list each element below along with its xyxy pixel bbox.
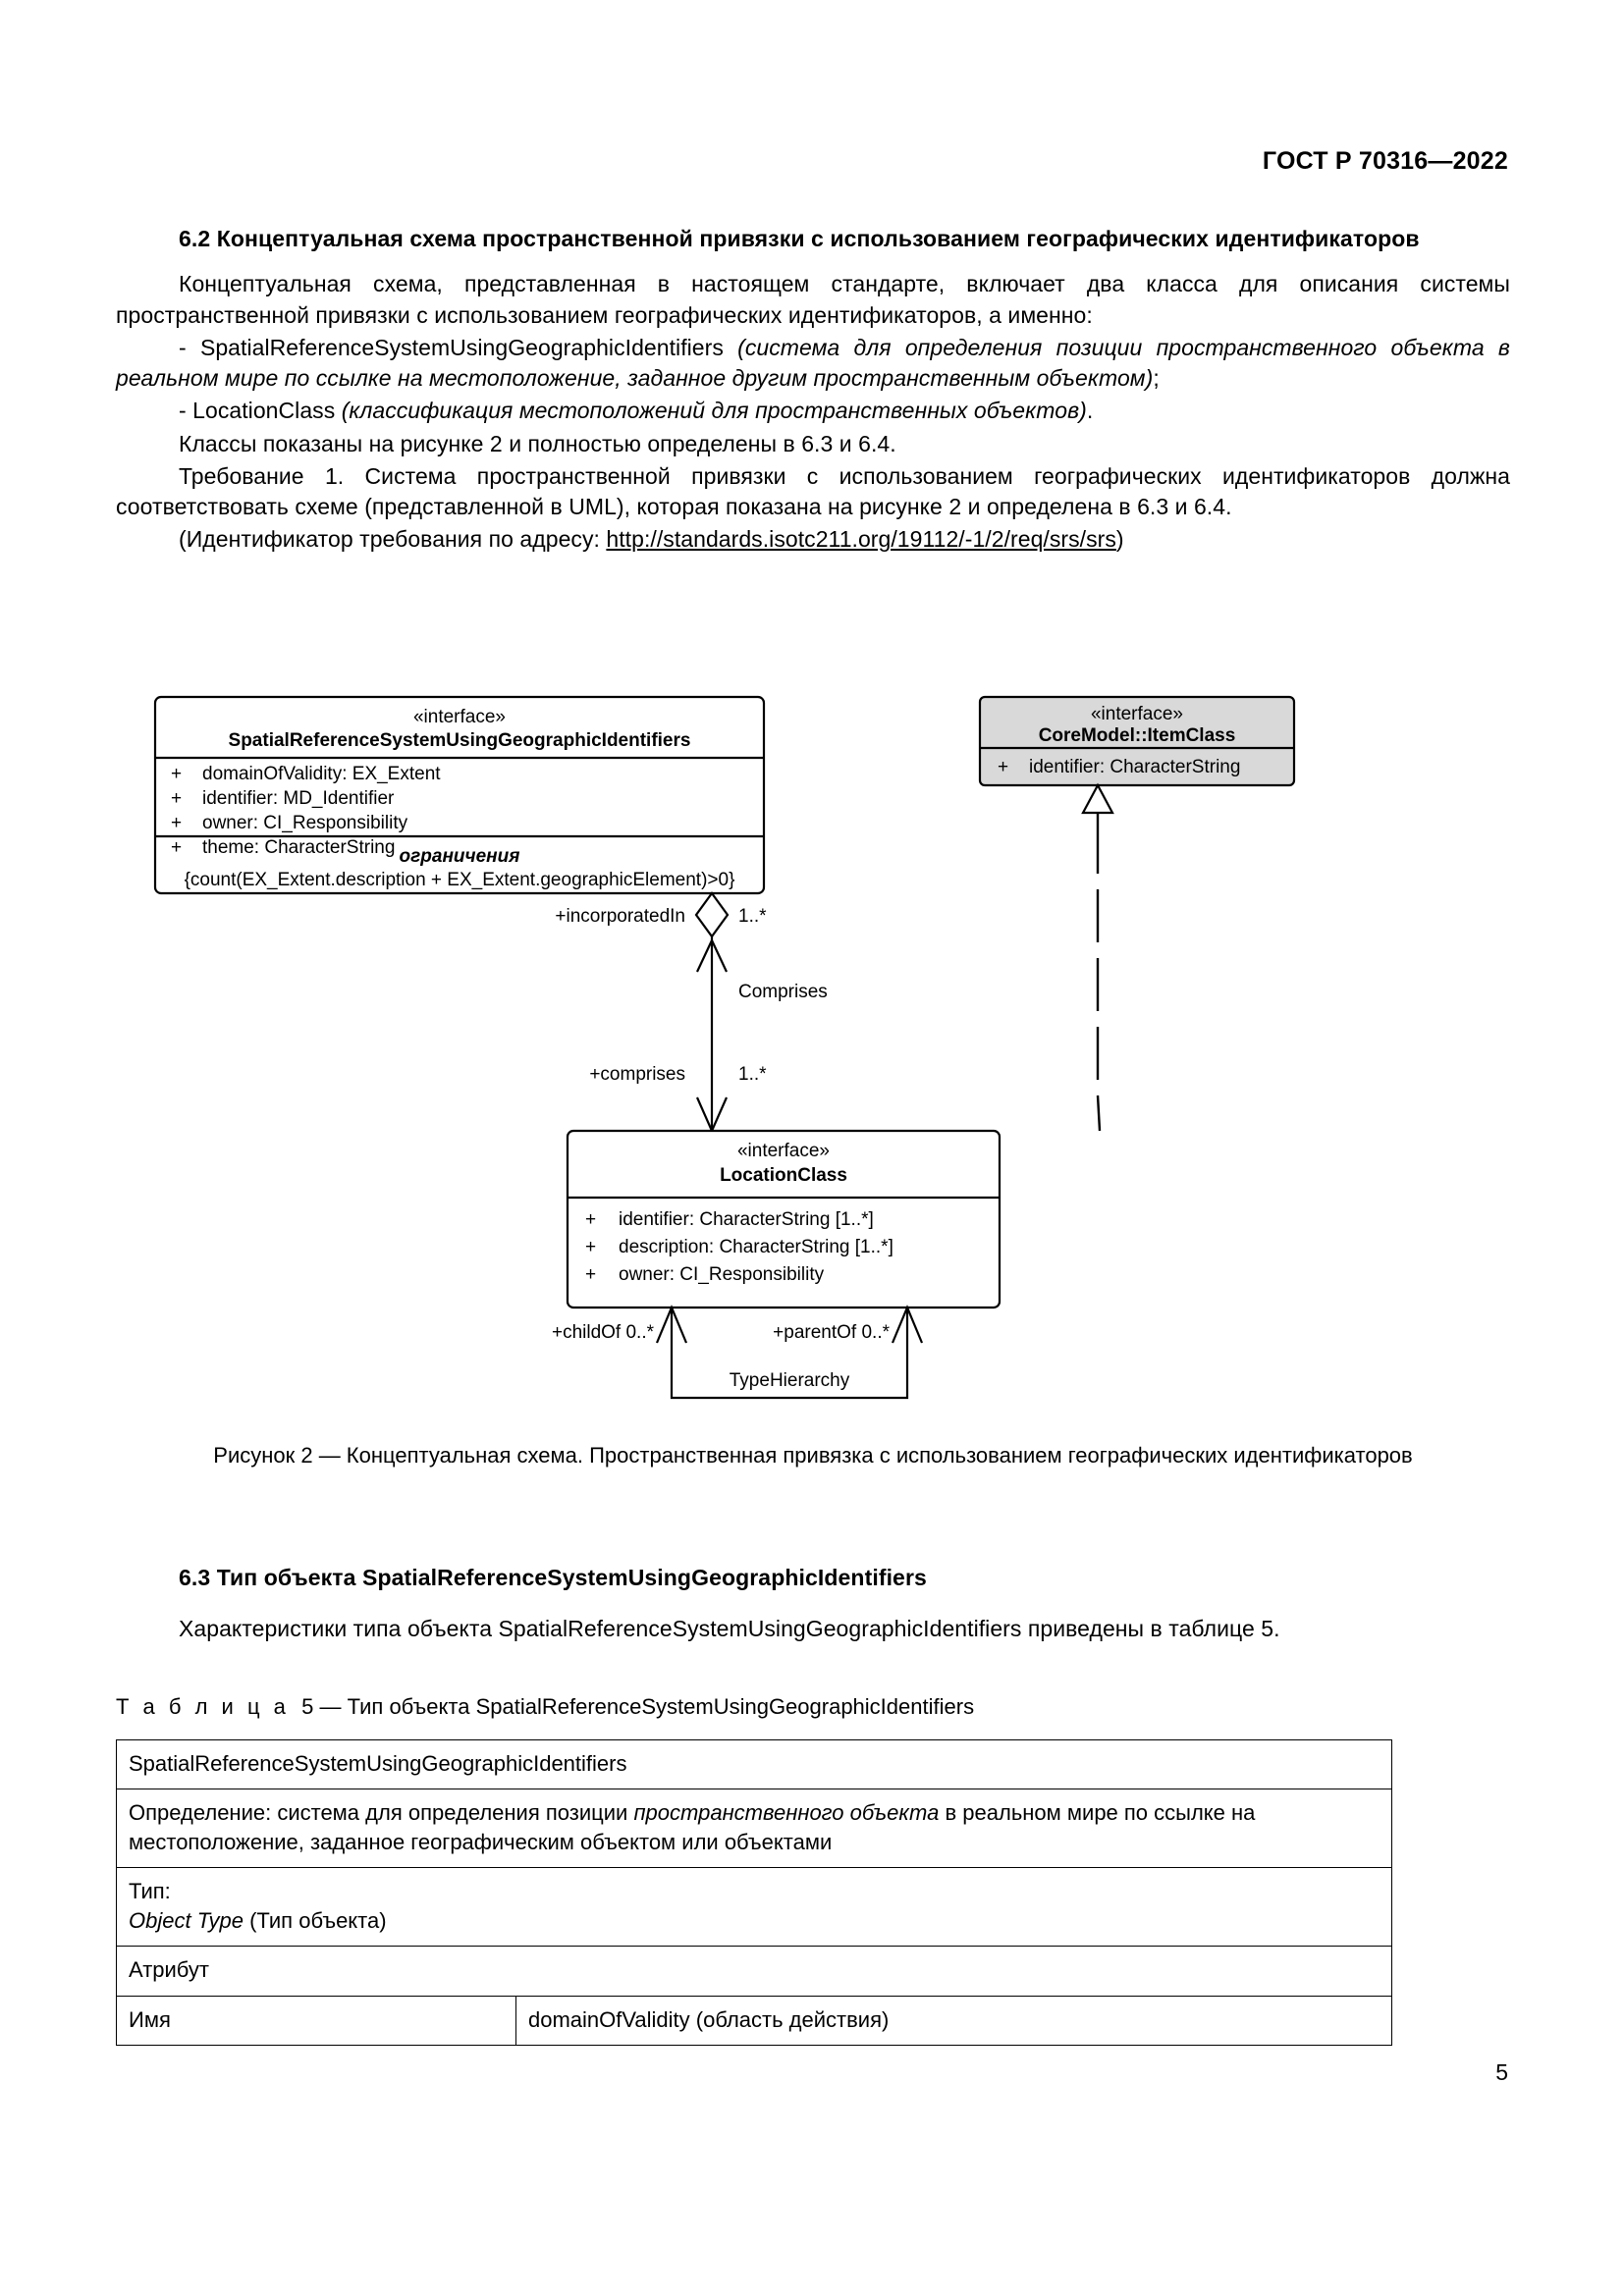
section-6-2: 6.2 Концептуальная схема пространственно…	[116, 224, 1510, 558]
aggregation-upper-arrowhead	[696, 937, 728, 973]
uml-realization-locationclass-to-itemclass	[1081, 782, 1114, 1132]
itemclass-class-box	[978, 695, 1296, 787]
table-5-caption-dash: —	[319, 1694, 342, 1719]
table-5-row-2-type: Тип: Object Type (Тип объекта)	[116, 1867, 1392, 1948]
requirement-uri-prefix: (Идентификатор требования по адресу:	[179, 526, 607, 553]
figure-2-caption: Рисунок 2 — Концептуальная схема. Простр…	[213, 1443, 1413, 1468]
srs-constraints-title: ограничения	[400, 846, 520, 867]
type-label: Тип:	[129, 1879, 171, 1904]
table-5-caption-label: Т а б л и ц а	[116, 1694, 290, 1719]
srs-attr-3-visibility: +	[171, 837, 182, 858]
table-5-caption: Т а б л и ц а 5 — Тип объекта SpatialRef…	[116, 1694, 974, 1720]
srs-attr-0-text: domainOfValidity: EX_Extent	[202, 764, 441, 784]
typehierarchy-role-child-of: +childOf 0..*	[552, 1322, 655, 1343]
itemclass-class-name: CoreModel::ItemClass	[1039, 725, 1236, 746]
locationclass-attr-1-text: description: CharacterString [1..*]	[619, 1237, 893, 1257]
section-6-3-heading: 6.3 Тип объекта SpatialReferenceSystemUs…	[179, 1565, 927, 1590]
uml-class-location-class: «interface» LocationClass + identifier: …	[566, 1129, 1001, 1309]
table-5-row-4-name-label: Имя	[116, 1995, 516, 2047]
itemclass-stereotype: «interface»	[1091, 704, 1183, 724]
srs-attr-1-text: identifier: MD_Identifier	[202, 788, 395, 809]
aggregation-name-label: Comprises	[738, 982, 828, 1002]
table-5-row-1-definition: Определение: система для определения поз…	[116, 1789, 1392, 1869]
list-item-2-description: (классификация местоположений для простр…	[341, 398, 1087, 424]
srs-stereotype: «interface»	[413, 707, 506, 727]
typehierarchy-path	[670, 1308, 909, 1400]
table-row: Имя domainOfValidity (область действия)	[116, 1995, 1392, 2047]
type-suffix: (Тип объекта)	[243, 1907, 387, 1933]
requirement-uri-suffix: )	[1115, 526, 1124, 553]
typehierarchy-parentof-arrowhead	[891, 1305, 924, 1344]
locationclass-attr-0-visibility: +	[585, 1209, 596, 1230]
running-header-standard-title: ГОСТ Р 70316—2022	[1262, 147, 1508, 175]
table-5-row-3-attribute-header: Атрибут	[116, 1946, 1392, 1997]
type-italic-term: Object Type	[129, 1907, 244, 1933]
itemclass-attr-0-text: identifier: CharacterString	[1029, 757, 1240, 777]
table-5-row-4-name-value: domainOfValidity (область действия)	[515, 1995, 1392, 2047]
list-item-location-class: - LocationClass (классификация местополо…	[116, 396, 1510, 426]
locationclass-attr-1-visibility: +	[585, 1237, 596, 1257]
list-item-1-name: - SpatialReferenceSystemUsingGeographicI…	[179, 334, 738, 360]
uml-class-spatial-reference-system: «interface» SpatialReferenceSystemUsingG…	[153, 695, 766, 895]
locationclass-class-box	[566, 1129, 1001, 1309]
table-row: Тип: Object Type (Тип объекта)	[116, 1867, 1392, 1948]
itemclass-attr-0-visibility: +	[998, 757, 1008, 777]
table-row: Атрибут	[116, 1946, 1392, 1997]
table-5-caption-number: 5	[301, 1694, 314, 1719]
srs-attr-2-text: owner: CI_Responsibility	[202, 813, 408, 833]
list-item-1-punctuation: ;	[1153, 365, 1160, 392]
locationclass-attr-0-text: identifier: CharacterString [1..*]	[619, 1209, 874, 1230]
typehierarchy-role-parent-of: +parentOf 0..*	[773, 1322, 890, 1343]
locationclass-class-name: LocationClass	[720, 1165, 847, 1186]
section-6-2-paragraph-1: Концептуальная схема, представленная в н…	[116, 271, 1510, 328]
srs-class-name: SpatialReferenceSystemUsingGeographicIde…	[229, 730, 691, 751]
uml-aggregation-comprises: +incorporatedIn 1..* Comprises +comprise…	[555, 891, 828, 1134]
aggregation-diamond	[694, 891, 730, 938]
requirement-uri-link[interactable]: http://standards.isotc211.org/19112/-1/2…	[606, 526, 1116, 553]
srs-attr-3-text: theme: CharacterString	[202, 837, 395, 858]
table-5-row-0-title: SpatialReferenceSystemUsingGeographicIde…	[116, 1738, 1392, 1790]
figure-2-uml-diagram: «interface» SpatialReferenceSystemUsingG…	[116, 687, 1510, 1433]
locationclass-attr-2-text: owner: CI_Responsibility	[619, 1264, 825, 1285]
aggregation-mult-comprises: 1..*	[738, 1064, 767, 1085]
page-number: 5	[1495, 2059, 1508, 2085]
locationclass-attr-2-visibility: +	[585, 1264, 596, 1285]
uml-srs-constraints-compartment: ограничения {count(EX_Extent.description…	[185, 846, 735, 890]
uml-class-core-model-item-class: «interface» CoreModel::ItemClass + ident…	[978, 695, 1296, 787]
realization-dashed-line	[1096, 813, 1102, 1132]
srs-attr-0-visibility: +	[171, 764, 182, 784]
section-6-3-paragraph-1: Характеристики типа объекта SpatialRefer…	[179, 1616, 1280, 1642]
srs-attr-1-visibility: +	[171, 788, 182, 809]
list-item-2-punctuation: .	[1086, 398, 1094, 424]
list-item-spatial-reference-system: - SpatialReferenceSystemUsingGeographicI…	[116, 333, 1510, 395]
section-6-2-paragraph-2: Классы показаны на рисунке 2 и полностью…	[179, 430, 896, 456]
table-5-caption-text: Тип объекта SpatialReferenceSystemUsingG…	[347, 1694, 975, 1719]
section-6-3: 6.3 Тип объекта SpatialReferenceSystemUs…	[116, 1563, 1510, 1647]
srs-class-box	[153, 695, 766, 895]
table-5: SpatialReferenceSystemUsingGeographicIde…	[116, 1738, 1392, 2047]
table-row: SpatialReferenceSystemUsingGeographicIde…	[116, 1738, 1392, 1790]
aggregation-role-comprises: +comprises	[589, 1064, 685, 1085]
definition-prefix: Определение: система для определения поз…	[129, 1800, 634, 1826]
srs-constraints-body: {count(EX_Extent.description + EX_Extent…	[185, 870, 735, 890]
srs-attr-2-visibility: +	[171, 813, 182, 833]
section-6-2-requirement-1: Требование 1. Система пространственной п…	[116, 462, 1510, 520]
uml-association-type-hierarchy: +childOf 0..* +parentOf 0..* TypeHierarc…	[552, 1305, 924, 1400]
locationclass-stereotype: «interface»	[737, 1141, 830, 1161]
definition-italic-term: пространственного объекта	[633, 1800, 940, 1826]
aggregation-mult-incorporated-in: 1..*	[738, 906, 767, 927]
uml-diagram-canvas: «interface» SpatialReferenceSystemUsingG…	[153, 695, 1296, 1400]
table-row: Определение: система для определения поз…	[116, 1789, 1392, 1869]
aggregation-role-incorporated-in: +incorporatedIn	[555, 906, 685, 927]
definition-suffix: в реальном мире по ссылке на местоположе…	[129, 1800, 1256, 1854]
typehierarchy-association-name: TypeHierarchy	[730, 1370, 850, 1391]
section-6-2-heading: 6.2 Концептуальная схема пространственно…	[179, 226, 1420, 251]
section-6-2-requirement-uri: (Идентификатор требования по адресу: htt…	[116, 524, 1510, 555]
typehierarchy-childof-arrowhead	[655, 1305, 688, 1344]
realization-hollow-triangle	[1081, 782, 1114, 815]
list-item-1-description: (система для определения позиции простра…	[116, 334, 1510, 392]
list-item-2-name: - LocationClass	[179, 398, 342, 424]
